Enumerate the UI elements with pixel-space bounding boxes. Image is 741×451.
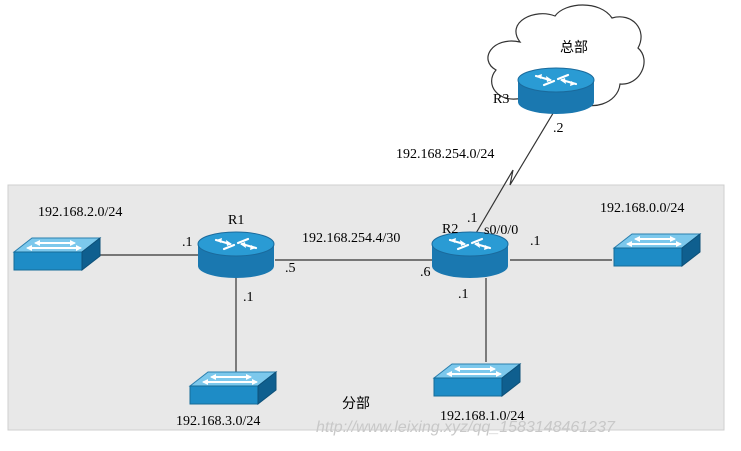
addr-r2-bottom: .1	[458, 287, 469, 302]
interface-r2-serial: s0/0/0	[484, 223, 518, 238]
addr-r1-left: .1	[182, 235, 193, 250]
network-lan-r2-right: 192.168.0.0/24	[600, 201, 684, 216]
router-r1-label: R1	[228, 213, 244, 228]
cloud-label: 总部	[560, 40, 588, 56]
addr-r1-to-r2: .5	[285, 261, 296, 276]
watermark: http://www.leixing.xyz/qq_1583148461237	[316, 419, 616, 436]
network-lan-r1-bottom: 192.168.3.0/24	[176, 414, 260, 429]
addr-r2-to-r1: .6	[420, 265, 431, 280]
router-r2-icon[interactable]	[430, 230, 510, 280]
branch-label: 分部	[342, 396, 370, 412]
addr-r1-bottom: .1	[243, 290, 254, 305]
network-lan-r1-left: 192.168.2.0/24	[38, 205, 122, 220]
branch-area	[7, 184, 725, 431]
router-r1-icon[interactable]	[196, 230, 276, 280]
link-r2-r3-serial	[471, 109, 556, 241]
addr-r3-to-r2: .2	[553, 121, 564, 136]
router-r2-label: R2	[442, 222, 458, 237]
router-r3-label: R3	[493, 92, 509, 107]
switch-bottom-left-icon[interactable]	[189, 371, 277, 405]
links	[100, 109, 612, 372]
network-lan-r2-bottom: 192.168.1.0/24	[440, 409, 524, 424]
addr-r2-right: .1	[530, 234, 541, 249]
network-link-r2-r3: 192.168.254.0/24	[396, 147, 494, 162]
switch-bottom-right-icon[interactable]	[433, 363, 521, 397]
router-r3-icon[interactable]	[516, 66, 596, 116]
addr-r2-to-r3: .1	[467, 211, 478, 226]
network-link-r1-r2: 192.168.254.4/30	[302, 231, 400, 246]
switch-right-icon[interactable]	[613, 233, 701, 267]
switch-left-icon[interactable]	[13, 237, 101, 271]
